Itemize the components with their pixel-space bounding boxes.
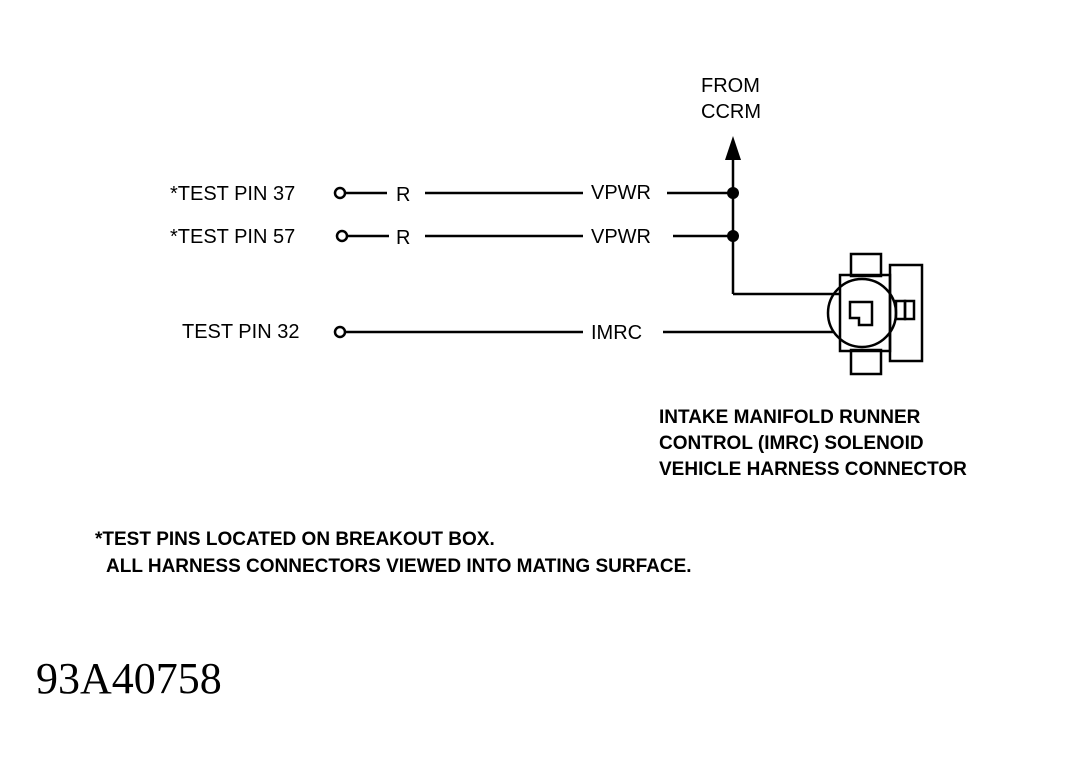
wire-color-label-1: R: [396, 184, 411, 206]
splice-dot-vpwr-2: [727, 230, 739, 242]
note-test-pins: *TEST PINS LOCATED ON BREAKOUT BOX.: [95, 529, 495, 550]
figure-id: 93A40758: [36, 654, 222, 703]
wire-color-label-2: R: [396, 227, 411, 249]
connector-caption-line1: INTAKE MANIFOLD RUNNER: [659, 407, 921, 428]
test-pin-37-terminal: [333, 186, 347, 200]
test-pin-32-label: TEST PIN 32: [182, 321, 300, 343]
connector-caption-line3: VEHICLE HARNESS CONNECTOR: [659, 459, 967, 480]
source-label-line1: FROM: [701, 75, 760, 97]
test-pin-32-terminal: [333, 325, 347, 339]
arrow-up-icon: [725, 136, 741, 160]
circuit-label-imrc: IMRC: [591, 322, 643, 344]
circuit-label-vpwr-2: VPWR: [591, 226, 651, 248]
note-harness-view: ALL HARNESS CONNECTORS VIEWED INTO MATIN…: [106, 556, 692, 577]
connector-caption-line2: CONTROL (IMRC) SOLENOID: [659, 433, 924, 454]
circuit-label-vpwr-1: VPWR: [591, 182, 651, 204]
test-pin-57-label: *TEST PIN 57: [170, 226, 296, 248]
imrc-connector-icon: [826, 252, 924, 376]
splice-dot-vpwr-1: [727, 187, 739, 199]
source-label-line2: CCRM: [701, 101, 761, 123]
test-pin-57-terminal: [335, 229, 349, 243]
test-pin-37-label: *TEST PIN 37: [170, 183, 296, 205]
